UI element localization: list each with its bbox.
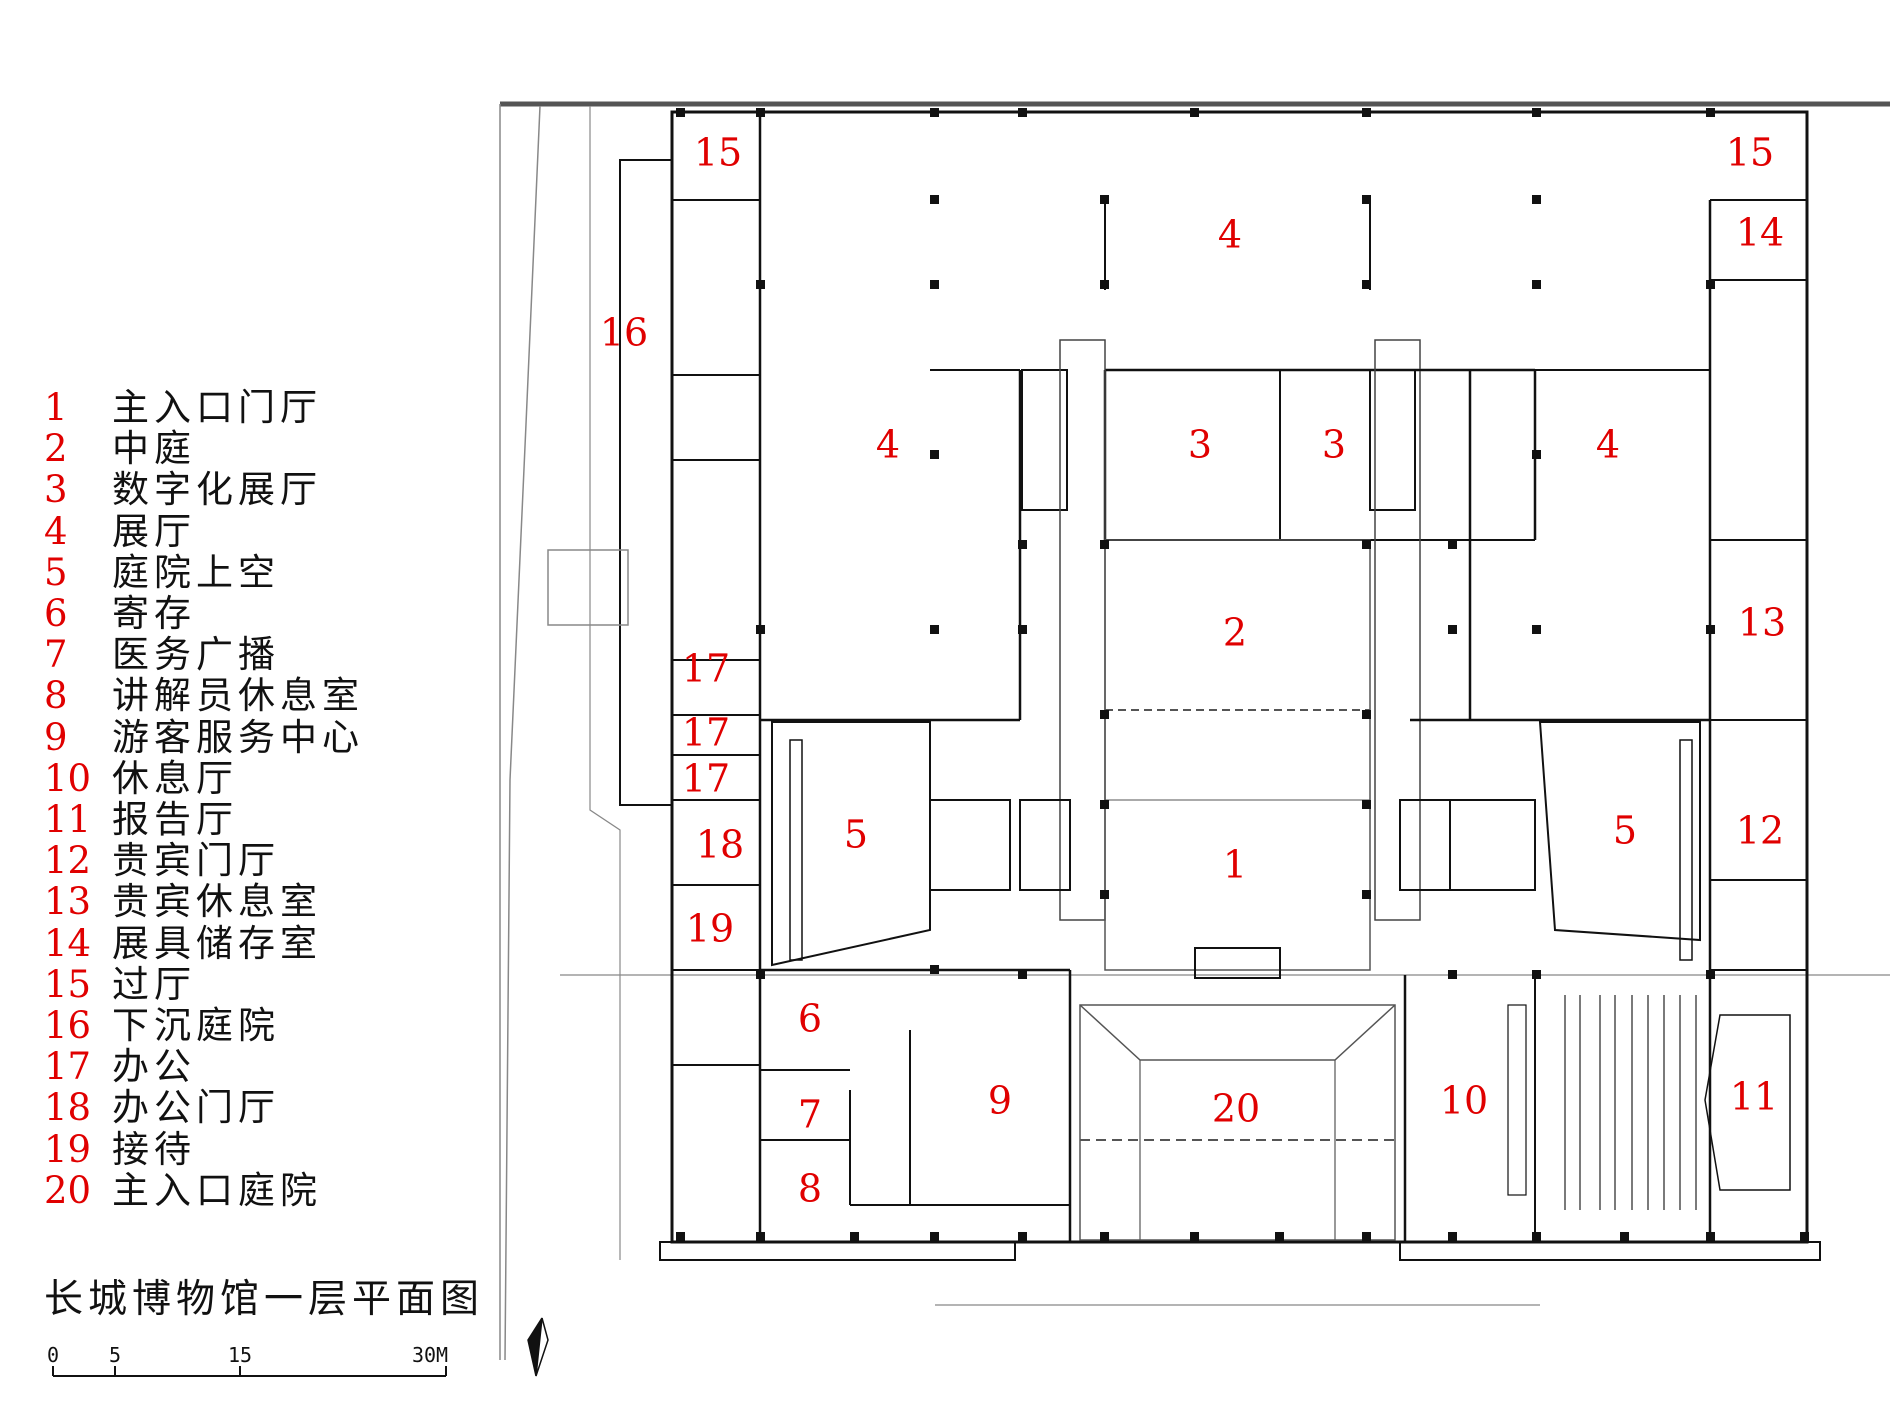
legend-number: 20 xyxy=(44,1168,92,1212)
legend-label: 休息厅 xyxy=(112,756,238,800)
legend-label: 讲解员休息室 xyxy=(112,674,364,718)
legend-number: 2 xyxy=(44,427,68,471)
legend-number: 11 xyxy=(44,798,92,841)
legend-number: 13 xyxy=(44,880,92,924)
room-label: 5 xyxy=(1613,809,1637,853)
legend-number: 9 xyxy=(44,715,68,759)
room-label: 1 xyxy=(1223,843,1247,887)
legend-label: 报告厅 xyxy=(112,798,238,841)
room-label: 20 xyxy=(1212,1087,1260,1131)
legend-label: 医务广播 xyxy=(112,633,280,677)
room-label: 10 xyxy=(1440,1079,1488,1123)
legend-number: 5 xyxy=(44,550,68,594)
legend-label: 办公 xyxy=(112,1045,196,1089)
room-label: 15 xyxy=(694,131,742,175)
room-label: 4 xyxy=(876,423,900,467)
legend-number: 18 xyxy=(44,1086,92,1130)
room-label: 6 xyxy=(798,997,822,1041)
legend-number: 4 xyxy=(44,509,68,553)
legend-number: 1 xyxy=(44,386,68,429)
room-label: 5 xyxy=(844,813,868,857)
plan-title: 长城博物馆一层平面图 xyxy=(44,1277,485,1322)
legend-number: 7 xyxy=(44,633,68,677)
legend-number: 12 xyxy=(44,839,92,883)
room-label: 9 xyxy=(988,1079,1012,1123)
legend-label: 下沉庭院 xyxy=(112,1004,280,1047)
room-label: 18 xyxy=(696,823,744,867)
room-label: 2 xyxy=(1223,611,1247,655)
room-label: 3 xyxy=(1322,423,1346,467)
scale-tick-5: 5 xyxy=(109,1343,121,1367)
legend-label: 办公门厅 xyxy=(112,1086,280,1130)
legend-label: 数字化展厅 xyxy=(112,468,322,512)
room-label: 3 xyxy=(1188,423,1212,467)
legend-label: 中庭 xyxy=(112,427,196,471)
scale-tick-0: 0 xyxy=(47,1343,59,1367)
legend-label: 展厅 xyxy=(112,509,196,553)
room-label: 8 xyxy=(798,1167,822,1211)
room-label: 19 xyxy=(686,907,734,951)
room-label: 17 xyxy=(682,757,730,801)
room-label: 7 xyxy=(798,1093,822,1137)
room-label: 14 xyxy=(1736,211,1784,255)
room-label: 13 xyxy=(1738,601,1786,645)
legend-number: 8 xyxy=(44,674,68,718)
room-label: 15 xyxy=(1726,131,1774,175)
room-label: 4 xyxy=(1596,423,1620,467)
room-label: 17 xyxy=(682,647,730,691)
scale-bar: 0 5 15 30M xyxy=(47,1343,448,1377)
legend-number: 14 xyxy=(44,921,92,965)
legend-number: 19 xyxy=(44,1127,92,1171)
legend-number: 3 xyxy=(44,468,68,512)
legend-label: 贵宾门厅 xyxy=(112,839,280,883)
legend-label: 游客服务中心 xyxy=(112,715,364,759)
legend-label: 展具储存室 xyxy=(112,921,322,965)
legend-label: 过厅 xyxy=(112,962,196,1006)
legend-number: 16 xyxy=(44,1004,92,1047)
north-arrow-icon xyxy=(527,1317,549,1377)
scale-tick-15: 15 xyxy=(228,1343,252,1367)
legend-label: 寄存 xyxy=(112,592,196,635)
legend-label: 贵宾休息室 xyxy=(112,880,322,924)
room-label: 17 xyxy=(682,711,730,755)
room-label: 4 xyxy=(1218,213,1242,257)
legend-number: 6 xyxy=(44,592,68,635)
legend-number: 15 xyxy=(44,962,92,1006)
room-label: 12 xyxy=(1736,809,1784,853)
legend-number: 17 xyxy=(44,1045,92,1089)
legend-label: 接待 xyxy=(112,1127,196,1171)
room-label: 11 xyxy=(1730,1075,1778,1119)
legend-label: 主入口庭院 xyxy=(112,1168,322,1212)
room-label: 16 xyxy=(600,311,648,355)
scale-tick-30m: 30M xyxy=(412,1343,448,1367)
legend-label: 主入口门厅 xyxy=(112,386,322,429)
legend-number: 10 xyxy=(44,756,92,800)
legend-label: 庭院上空 xyxy=(112,550,280,594)
